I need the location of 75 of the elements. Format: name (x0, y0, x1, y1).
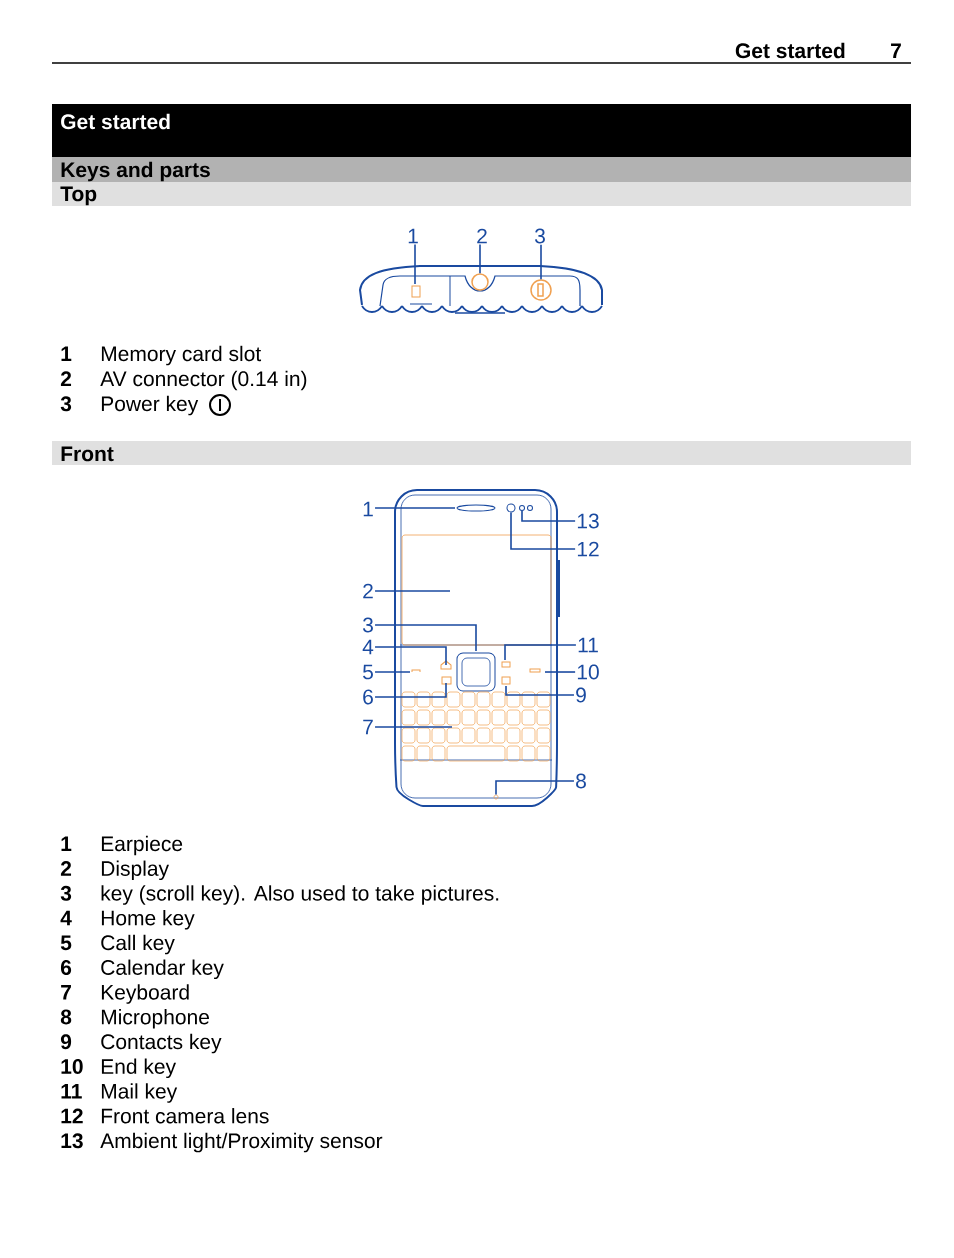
page-number: 7 (891, 43, 901, 58)
leader-line (504, 644, 577, 661)
item-text: Calendar key (101, 959, 224, 980)
leader-line (521, 510, 576, 522)
item-text: Contacts key (101, 1033, 222, 1054)
item-text: AV connector (0.14 in) (100, 370, 307, 391)
callout-number: 11 (578, 637, 598, 653)
leader-line (374, 646, 447, 666)
item-text: Front camera lens (101, 1108, 269, 1124)
callout-number: 5 (363, 664, 373, 680)
leader-line (414, 243, 416, 285)
leader-line (540, 243, 542, 281)
item-text: Microphone (101, 1009, 209, 1029)
leader-line (544, 671, 576, 673)
item-number: 2 (60, 861, 72, 876)
leader-line (495, 780, 575, 796)
item-text: Call key (101, 934, 175, 955)
running-header: Get started (735, 42, 845, 59)
item-text: Home key (101, 910, 195, 930)
power-button (530, 279, 552, 301)
item-number: 3 (60, 396, 72, 412)
callout-number: 1 (363, 501, 373, 517)
callout-number: 9 (576, 687, 586, 703)
item-number: 6 (60, 960, 72, 975)
item-number: 1 (61, 346, 72, 361)
item-number: 12 (61, 1108, 83, 1124)
leader-line (374, 671, 411, 673)
item-text: key (scroll key). Also used to take pictures. (101, 885, 499, 905)
item-number: 8 (60, 1009, 72, 1025)
item-number: 5 (60, 935, 72, 951)
sensor-window (519, 505, 525, 511)
item-text: Mail key (101, 1083, 178, 1103)
item-text: Earpiece (101, 835, 183, 856)
item-number: 10 (61, 1059, 83, 1074)
item-number: 1 (61, 836, 72, 851)
callout-number: 1 (408, 228, 418, 244)
item-number: 3 (60, 885, 72, 901)
subsection-heading: Top (52, 182, 911, 206)
item-number: 11 (61, 1084, 82, 1099)
callout-number: 10 (577, 664, 599, 680)
callout-number: 3 (362, 617, 373, 633)
leader-line (374, 682, 447, 698)
item-text: Power key (101, 395, 199, 416)
subsection-heading: Front (52, 441, 911, 465)
item-text: End key (101, 1058, 176, 1079)
callout-number: 3 (534, 228, 545, 244)
callout-number: 8 (576, 773, 586, 789)
chapter-heading: Get started (52, 104, 911, 157)
item-text: Ambient light/Proximity sensor (100, 1132, 383, 1153)
item-text: Display (101, 860, 169, 881)
item-text: Memory card slot (101, 345, 262, 366)
item-text: Keyboard (101, 984, 189, 1004)
callout-number: 6 (363, 689, 373, 705)
item-number: 7 (61, 985, 71, 1000)
connector-socket (471, 273, 489, 291)
section-heading: Keys and parts (52, 157, 911, 182)
leader-line (479, 243, 481, 275)
microphone-hole (493, 794, 499, 800)
leader-line (374, 507, 456, 509)
camera-lens (506, 503, 516, 513)
leader-line (510, 511, 576, 550)
leader-line (505, 685, 575, 696)
leader-line (374, 726, 453, 728)
callout-number: 7 (363, 719, 373, 735)
callout-number: 13 (577, 513, 599, 529)
item-number: 4 (60, 910, 72, 926)
leader-line (374, 624, 477, 652)
item-number: 13 (61, 1133, 83, 1149)
leader-line (374, 590, 451, 592)
item-number: 9 (60, 1034, 72, 1050)
callout-number: 4 (362, 639, 374, 655)
callout-number: 2 (477, 228, 487, 244)
callout-number: 2 (363, 583, 373, 599)
callout-number: 12 (577, 541, 599, 557)
item-number: 2 (60, 371, 72, 386)
